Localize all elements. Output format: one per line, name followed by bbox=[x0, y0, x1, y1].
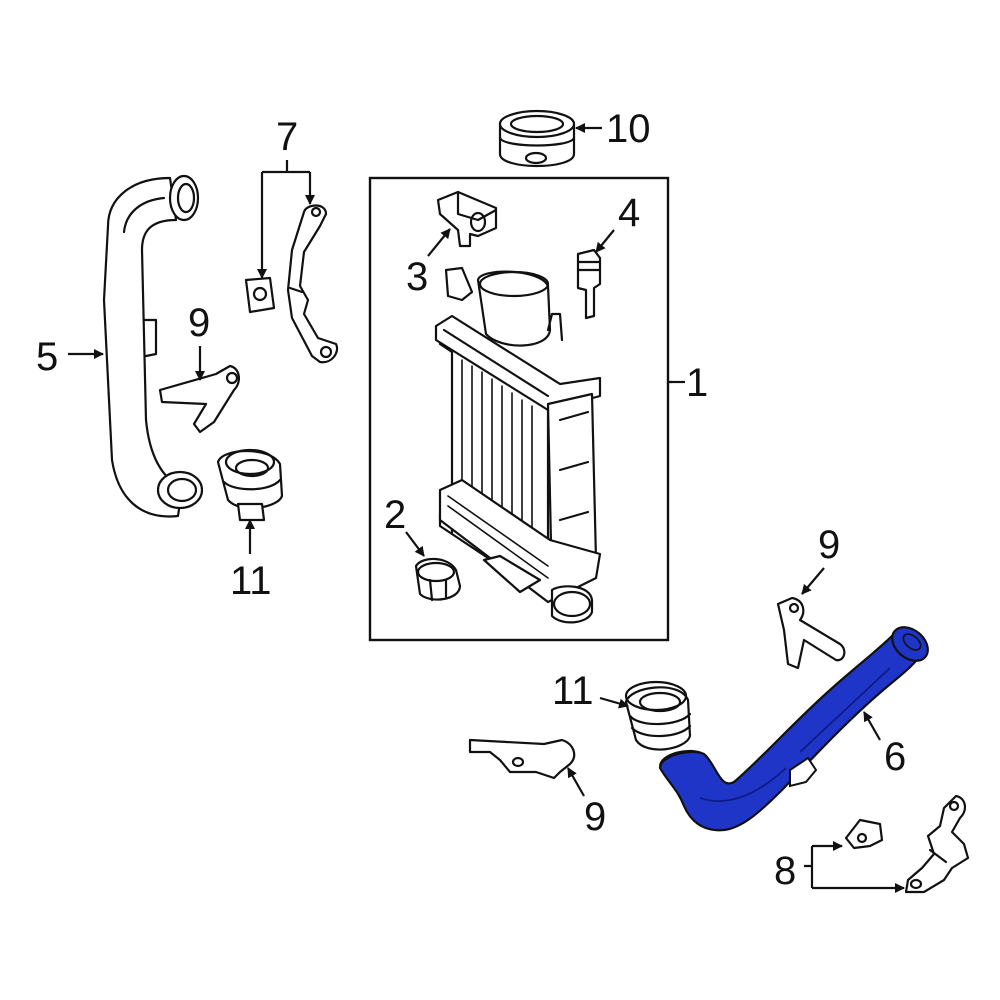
callout-3: 3 bbox=[406, 255, 428, 299]
callout-6: 6 bbox=[884, 735, 906, 779]
bracket-part-8 bbox=[844, 794, 970, 894]
callout-11-right: 11 bbox=[552, 669, 594, 713]
coupler-part-11-left bbox=[216, 448, 284, 522]
sensor-part-4 bbox=[576, 248, 602, 320]
assembly-box bbox=[368, 176, 670, 642]
callout-9-left: 9 bbox=[188, 301, 210, 345]
hose-part-5 bbox=[102, 174, 204, 518]
callout-9-upper-right: 9 bbox=[818, 523, 840, 567]
intercooler-part bbox=[434, 266, 602, 624]
bracket-part-7 bbox=[244, 204, 339, 364]
callout-11-left: 11 bbox=[230, 559, 272, 603]
callout-10: 10 bbox=[606, 107, 651, 151]
clamp-part-9-left bbox=[158, 364, 240, 434]
callout-7: 7 bbox=[276, 115, 298, 159]
pipe-part-6-highlighted bbox=[658, 626, 929, 832]
callout-5: 5 bbox=[36, 335, 58, 379]
callout-9-lower: 9 bbox=[584, 795, 606, 839]
callout-8: 8 bbox=[774, 849, 796, 893]
coupler-part-11-right bbox=[624, 680, 692, 751]
callout-1: 1 bbox=[686, 361, 708, 405]
callout-4: 4 bbox=[618, 191, 640, 235]
clamp-part-9-upper-right bbox=[776, 596, 846, 670]
grommet-part-2 bbox=[414, 557, 462, 602]
ring-part-10 bbox=[498, 109, 576, 168]
sensor-part-3 bbox=[436, 190, 498, 248]
clamp-part-9-lower bbox=[468, 738, 576, 780]
callout-2: 2 bbox=[384, 493, 406, 537]
